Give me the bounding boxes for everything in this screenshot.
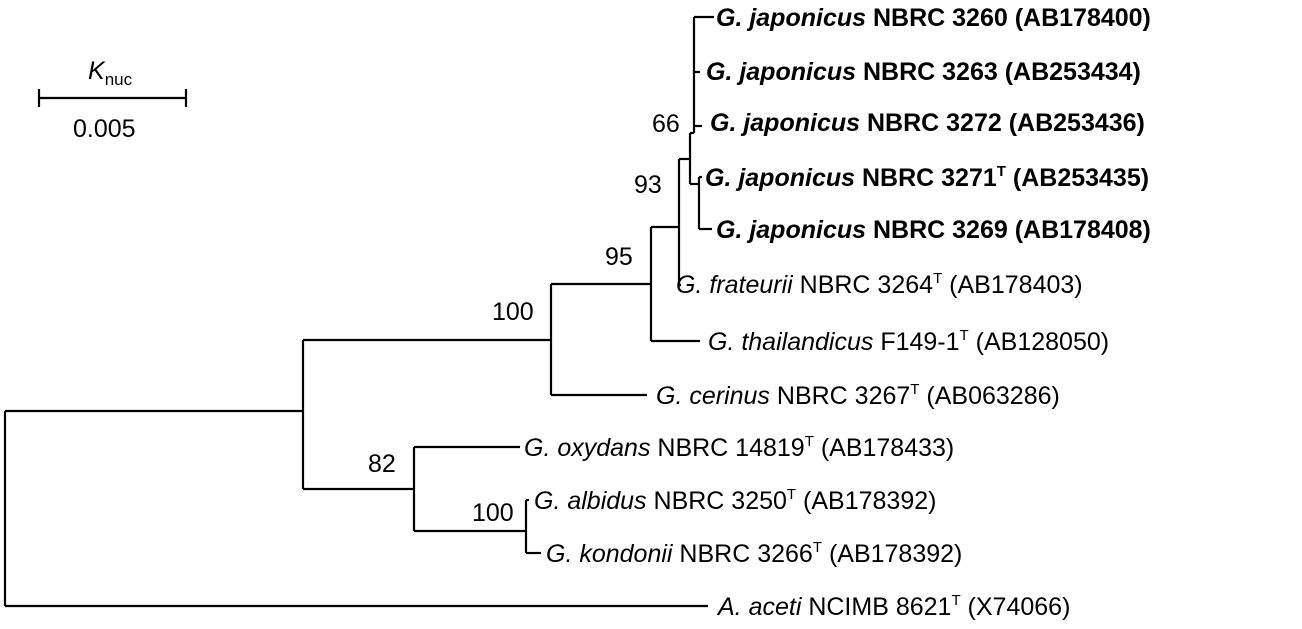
taxon-label: G. japonicus NBRC 3263 (AB253434) (706, 58, 1141, 86)
scale-bar-value: 0.005 (73, 115, 136, 143)
taxon-labels: G. japonicus NBRC 3260 (AB178400) G. jap… (524, 4, 1151, 621)
tree-branches (3, 15, 714, 608)
bootstrap-100b: 100 (472, 499, 514, 527)
taxon-label: G. japonicus NBRC 3260 (AB178400) (716, 4, 1151, 32)
taxon-label: G. frateurii NBRC 3264T (AB178403) (676, 270, 1083, 299)
taxon-label: G. japonicus NBRC 3272 (AB253436) (710, 109, 1145, 137)
scale-bar: Knuc 0.005 (37, 57, 188, 143)
taxon-label: G. kondonii NBRC 3266T (AB178392) (546, 539, 962, 568)
bootstrap-100a: 100 (492, 298, 534, 326)
taxon-label: G. oxydans NBRC 14819T (AB178433) (524, 433, 954, 462)
taxon-label: G. thailandicus F149-1T (AB128050) (708, 327, 1109, 356)
scale-bar-symbol: Knuc (88, 57, 133, 89)
taxon-label: G. cerinus NBRC 3267T (AB063286) (656, 381, 1060, 410)
taxon-label: A. aceti NCIMB 8621T (X74066) (716, 592, 1070, 621)
taxon-label: G. japonicus NBRC 3269 (AB178408) (716, 216, 1151, 244)
bootstrap-66: 66 (652, 110, 680, 138)
bootstrap-values: 66 93 95 100 82 100 (368, 110, 680, 527)
taxon-label: G. japonicus NBRC 3271T (AB253435) (705, 163, 1149, 192)
bootstrap-93: 93 (634, 171, 662, 199)
bootstrap-82: 82 (368, 450, 396, 478)
taxon-label: G. albidus NBRC 3250T (AB178392) (534, 486, 936, 515)
bootstrap-95: 95 (605, 243, 633, 271)
